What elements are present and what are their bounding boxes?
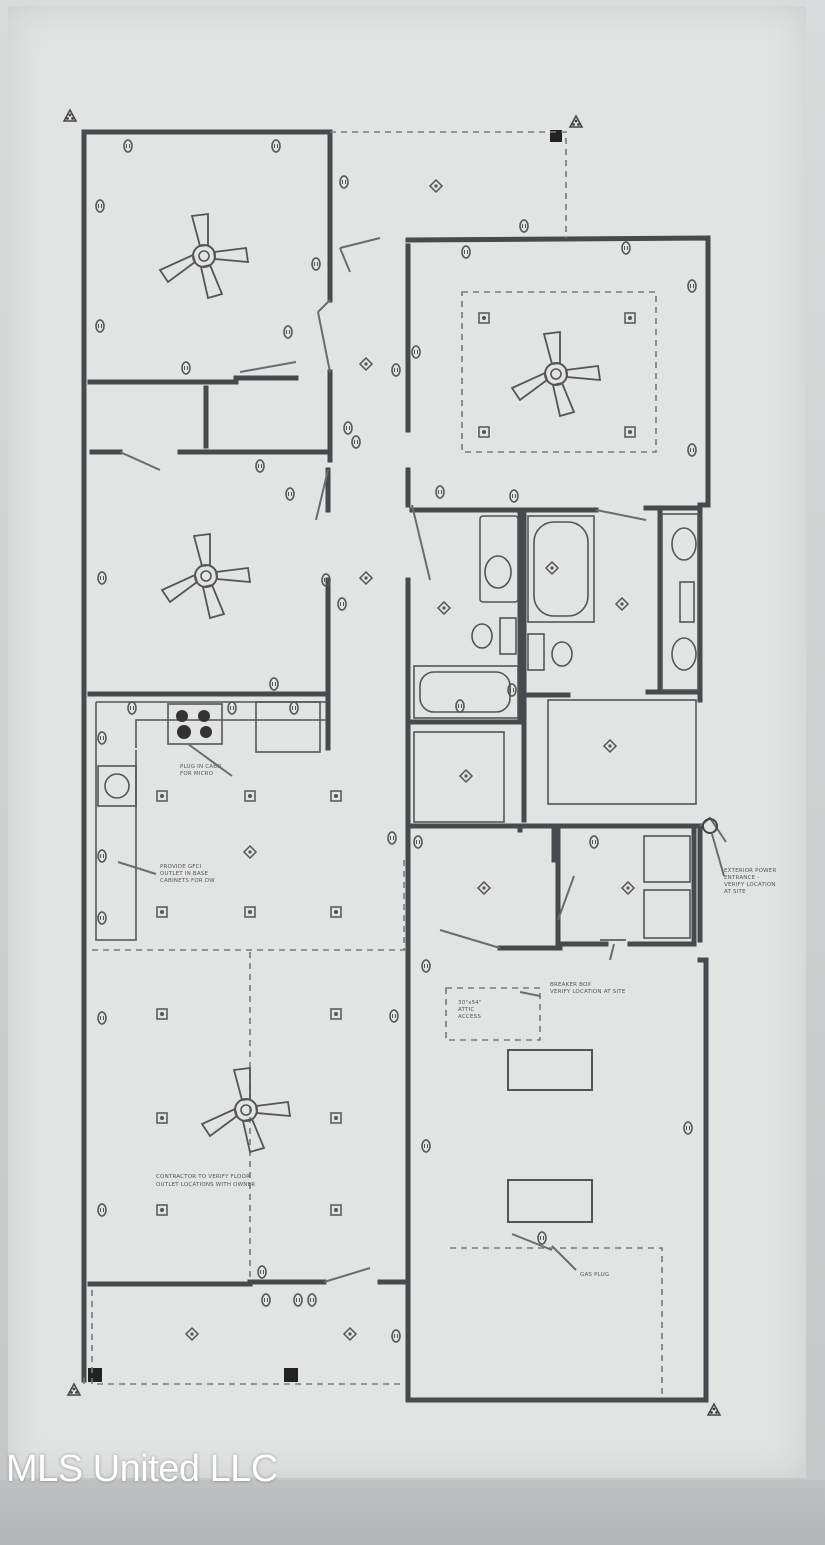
outlets <box>95 139 697 1343</box>
ceiling-fan-icon <box>159 213 249 299</box>
breaker-box-note: BREAKER BOX <box>550 982 591 988</box>
ceiling-fan-icon <box>511 331 601 417</box>
plumbing-fixtures <box>95 513 727 1251</box>
desk-surface <box>0 1480 825 1545</box>
attic-access-label: 30"x54" <box>458 1000 482 1006</box>
ceiling-fans <box>159 213 601 1153</box>
floor-outlet-note: CONTRACTOR TO VERIFY FLOOR <box>156 1174 250 1180</box>
corner-markers <box>63 109 721 1416</box>
watermark: MLS United LLC <box>6 1448 278 1490</box>
dashed-outlines <box>83 131 663 1398</box>
gas-plug-note: GAS PLUG <box>580 1272 609 1278</box>
ceiling-fan-icon <box>201 1067 291 1153</box>
walls <box>81 129 711 1403</box>
gfci-note: PROVIDE GFCI <box>160 864 202 870</box>
recessed-lights <box>156 312 636 1216</box>
exterior-power-note: EXTERIOR POWER <box>724 868 777 874</box>
plug-in-cabinet-note: PLUG IN CABD <box>180 764 222 770</box>
ceiling-fan-icon <box>161 533 251 619</box>
